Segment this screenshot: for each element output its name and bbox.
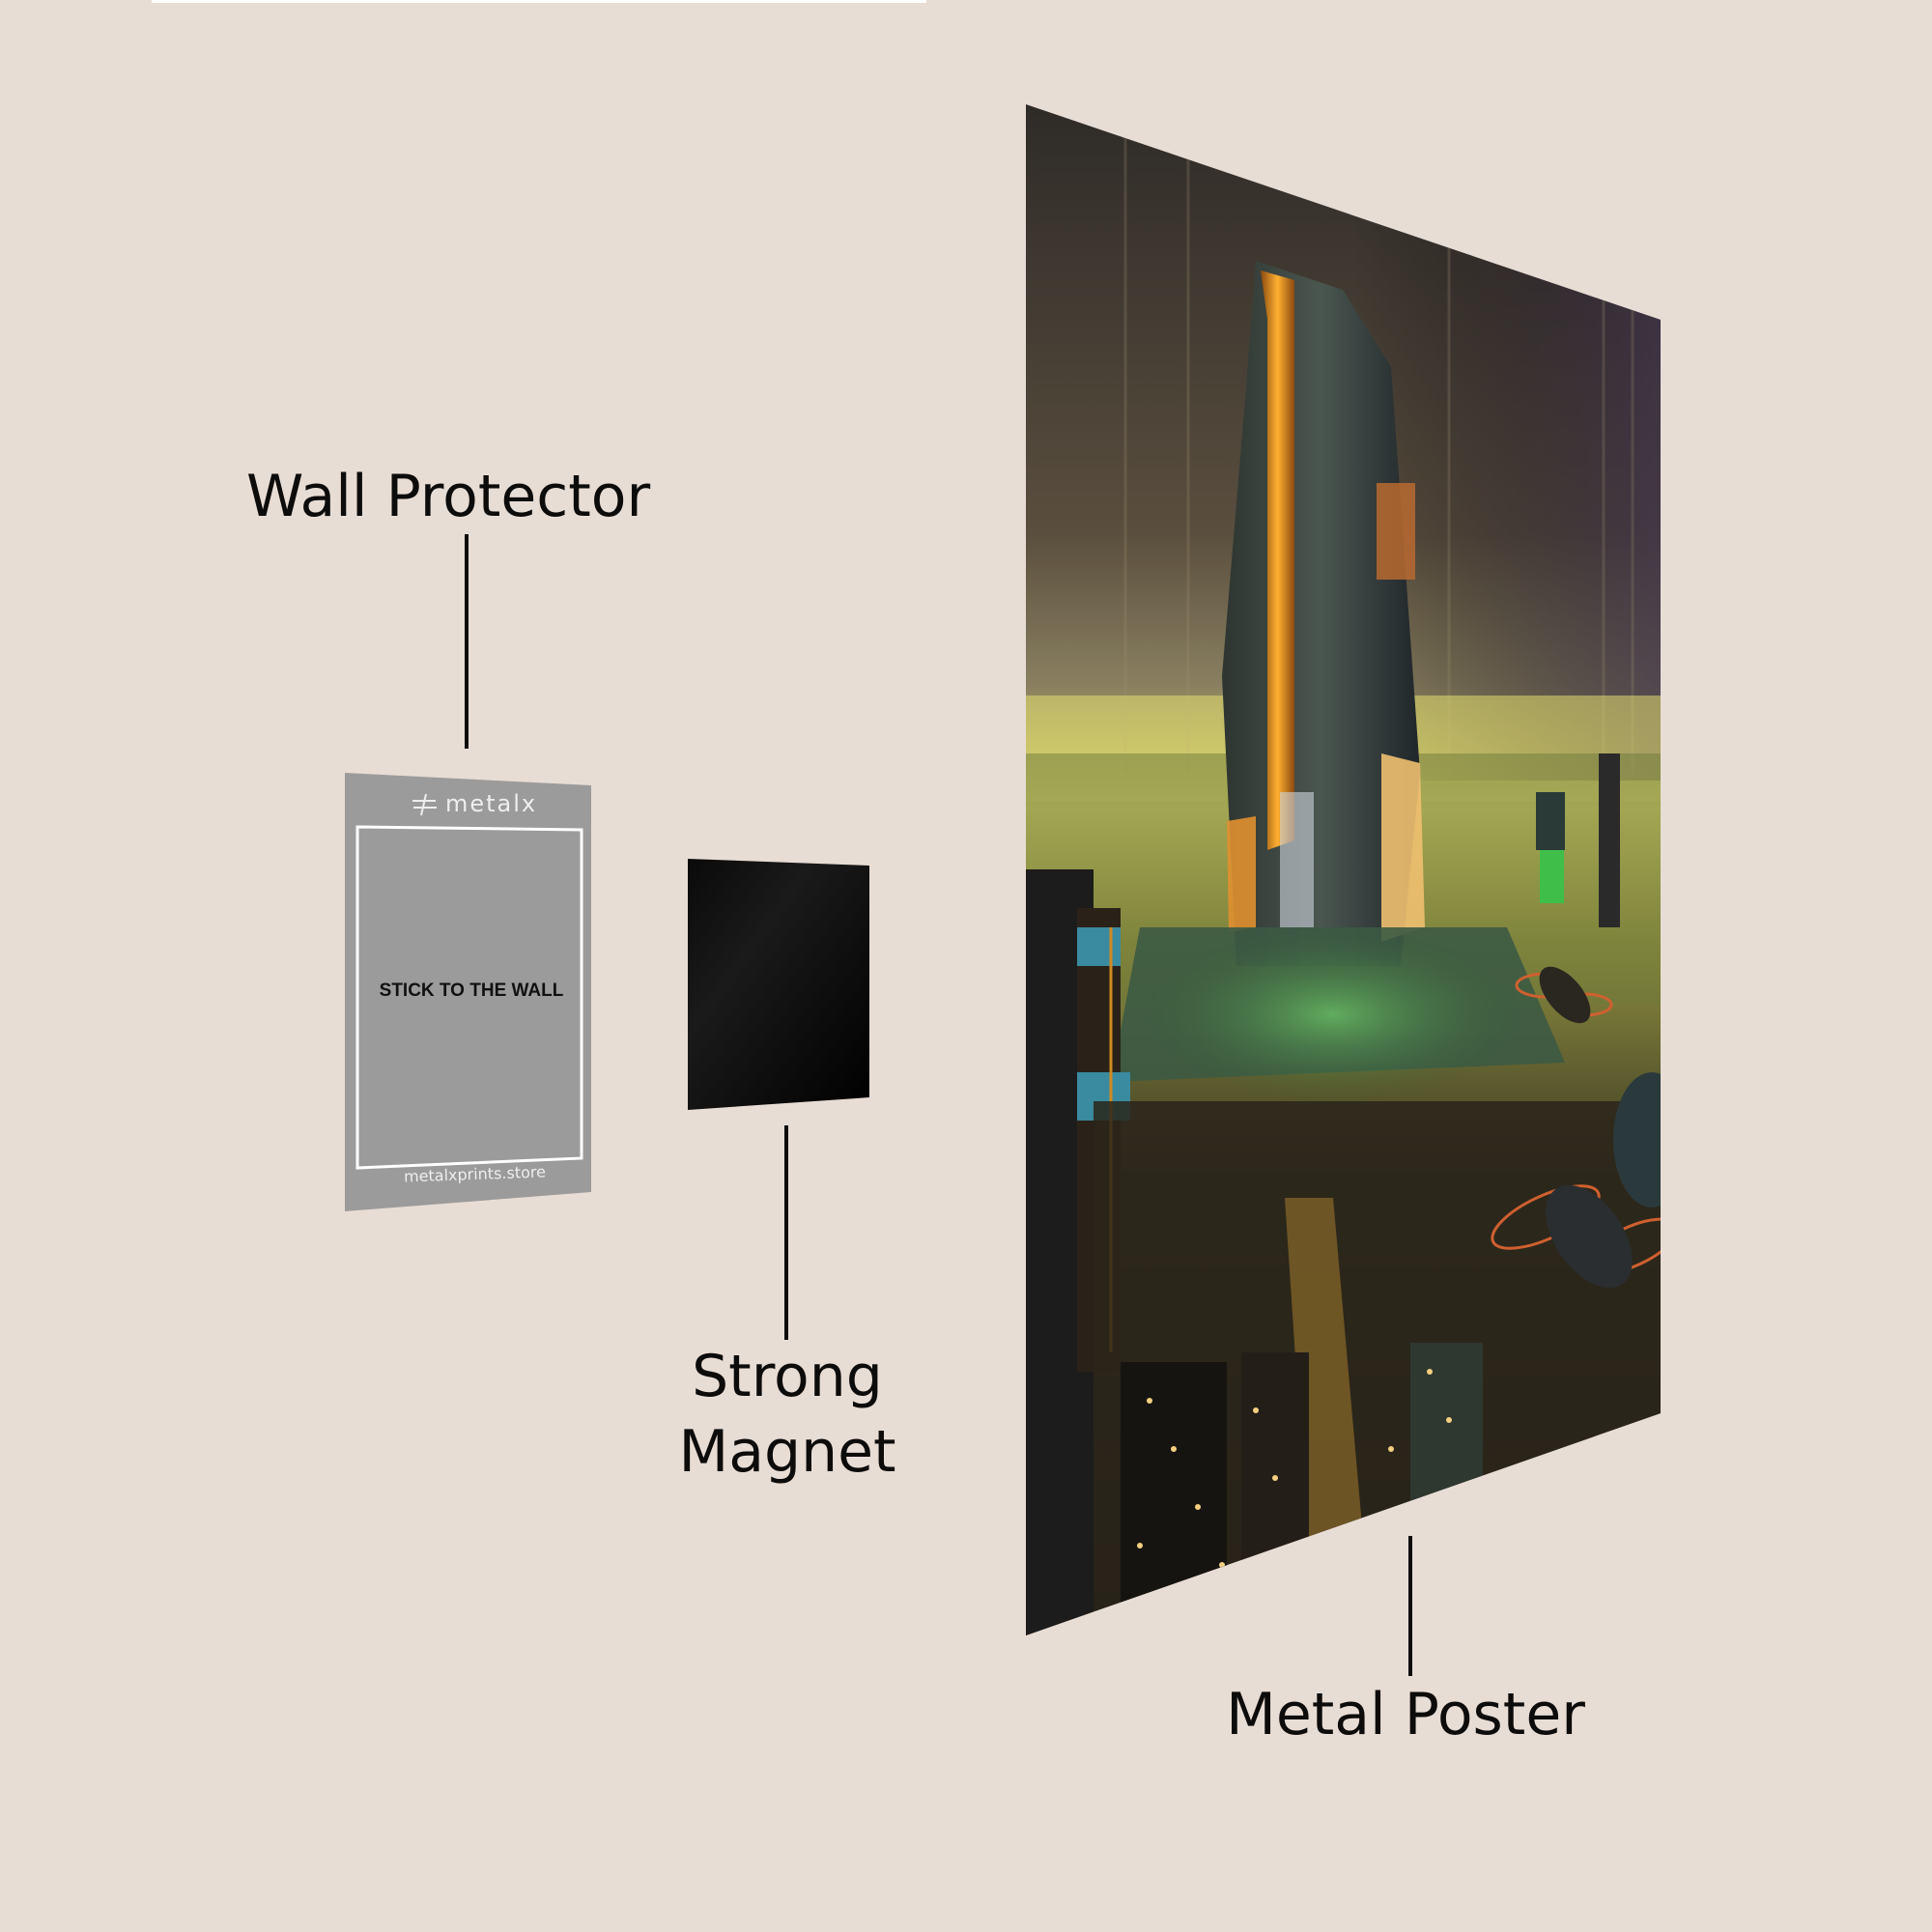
protector-brand-text: metalx (445, 790, 538, 817)
metalx-logo-icon (412, 793, 437, 816)
strong-magnet-leader-line (784, 1125, 788, 1340)
strong-magnet-label-line1: Strong (692, 1343, 883, 1410)
strong-magnet-label-line2: Magnet (678, 1418, 896, 1486)
top-border-strip (152, 0, 926, 3)
protector-instruction-text: STICK TO THE WALL (379, 980, 564, 1001)
wall-protector-leader-line (465, 534, 469, 749)
metal-poster-leader-line (1408, 1536, 1412, 1676)
metal-poster-label: Metal Poster (1226, 1681, 1585, 1748)
wall-protector-label: Wall Protector (246, 463, 651, 530)
